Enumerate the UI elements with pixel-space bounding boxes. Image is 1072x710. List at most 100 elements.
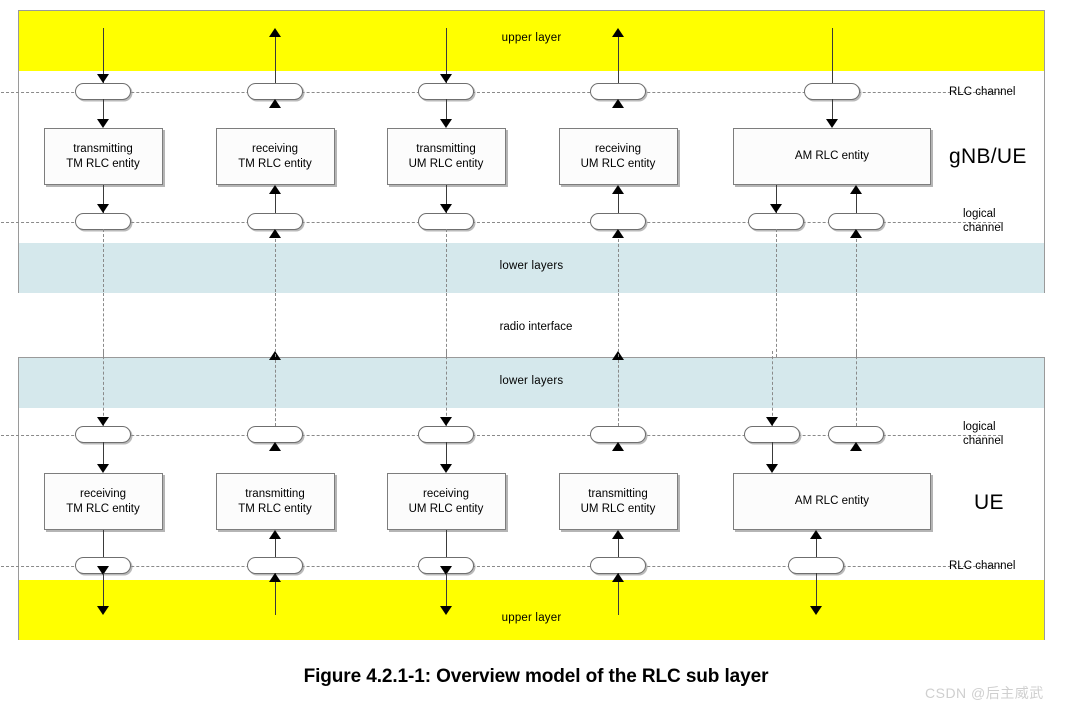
- sap-logical-channel-bot-3[interactable]: [590, 425, 646, 443]
- entity-line-1: receiving: [594, 142, 642, 155]
- entity-line-1: receiving: [251, 142, 299, 155]
- entity-line-1: receiving: [422, 487, 470, 500]
- entity-top-4[interactable]: AM RLC entity: [733, 128, 931, 185]
- arrow-into-lsap-rx-top-4: [850, 229, 862, 238]
- wire-sap-to-upper-bot-2: [445, 573, 447, 606]
- wire-box-to-sap-bot-0: [102, 530, 104, 557]
- wire-lsap-to-lower-tx-top-4: [775, 229, 777, 292]
- entity-line-2: TM RLC entity: [66, 502, 140, 515]
- arrow-into-lsap-tx-bot-4: [850, 442, 862, 451]
- entity-line-1: transmitting: [588, 487, 648, 500]
- wire-lsap-to-box-bot-0: [102, 442, 104, 464]
- wire-lsap-to-box-top-3: [617, 194, 619, 213]
- wire-lsap-to-box-top-1: [274, 194, 276, 213]
- sap-rlc-channel-top-0[interactable]: [75, 82, 131, 100]
- entity-bot-3[interactable]: transmitting UM RLC entity: [558, 473, 678, 530]
- radio-interface-label: radio interface: [499, 321, 573, 333]
- arrow-into-box-bot-1: [269, 530, 281, 539]
- sap-rlc-channel-top-1[interactable]: [247, 82, 303, 100]
- wire-upper-top-4: [831, 28, 833, 83]
- upper-layer-band: upper layer: [19, 580, 1044, 640]
- wire-radio-gap-2: [445, 293, 447, 357]
- upper-layer-label: upper layer: [501, 612, 562, 624]
- logical-channel-label: logical channel: [963, 208, 1004, 234]
- entity-line-2: TM RLC entity: [238, 502, 312, 515]
- lower-layers-band: lower layers: [19, 358, 1044, 408]
- wire-box-to-lsap-tx-top-4: [775, 185, 777, 213]
- entity-line-2: UM RLC entity: [408, 502, 484, 515]
- arrow-into-lsap-top-2: [440, 204, 452, 213]
- entity-bot-2[interactable]: receiving UM RLC entity: [386, 473, 506, 530]
- lower-layers-band: lower layers: [19, 243, 1044, 293]
- wire-lower-to-lsap-rx-bot-4: [771, 351, 773, 426]
- arrow-into-sap-top-2: [440, 74, 452, 83]
- wire-box-to-lsap-top-2: [445, 185, 447, 213]
- sap-logical-channel-top-0[interactable]: [75, 212, 131, 230]
- sap-rlc-channel-bot-1[interactable]: [247, 556, 303, 574]
- wire-box-to-sap-bot-2: [445, 530, 447, 557]
- wire-box-to-sap-bot-4: [815, 539, 817, 557]
- wire-lower-to-lsap-bot-2: [445, 351, 447, 426]
- sap-logical-channel-rx-top-4[interactable]: [828, 212, 884, 230]
- sap-logical-channel-top-1[interactable]: [247, 212, 303, 230]
- wire-sap-to-box-top-2: [445, 99, 447, 119]
- wire-sap-to-box-top-4: [831, 99, 833, 119]
- entity-line-1: transmitting: [245, 487, 305, 500]
- entity-bot-0[interactable]: receiving TM RLC entity: [43, 473, 163, 530]
- sap-rlc-channel-top-4[interactable]: [804, 82, 860, 100]
- wire-radio-gap-tx: [775, 293, 777, 357]
- logical-channel-rule: [1, 435, 1001, 436]
- wire-radio-gap-0: [102, 293, 104, 357]
- sap-logical-channel-bot-1[interactable]: [247, 425, 303, 443]
- rlc-channel-rule: [1, 92, 1001, 93]
- wire-sap-to-upper-bot-4: [815, 573, 817, 606]
- wire-lsap-to-box-bot-2: [445, 442, 447, 464]
- entity-top-1[interactable]: receiving TM RLC entity: [215, 128, 335, 185]
- sap-logical-channel-tx-top-4[interactable]: [748, 212, 804, 230]
- sap-rlc-channel-bot-4[interactable]: [788, 556, 844, 574]
- entity-bot-4[interactable]: AM RLC entity: [733, 473, 931, 530]
- sap-logical-channel-bot-2[interactable]: [418, 425, 474, 443]
- sap-logical-channel-tx-bot-4[interactable]: [744, 425, 800, 443]
- sap-logical-channel-bot-0[interactable]: [75, 425, 131, 443]
- sap-logical-channel-rx-bot-4[interactable]: [828, 425, 884, 443]
- sap-logical-channel-top-2[interactable]: [418, 212, 474, 230]
- wire-sap-to-box-bot-3: [617, 539, 619, 557]
- sap-rlc-channel-top-2[interactable]: [418, 82, 474, 100]
- entity-line-2: TM RLC entity: [66, 157, 140, 170]
- entity-top-3[interactable]: receiving UM RLC entity: [558, 128, 678, 185]
- entity-line-2: UM RLC entity: [580, 157, 656, 170]
- arrow-into-sap-top-3: [612, 99, 624, 108]
- wire-lsap-to-lower-top-0: [102, 229, 104, 292]
- wire-lsap-to-lower-tx-bot-4: [855, 351, 857, 426]
- arrow-into-lsap-top-3: [612, 229, 624, 238]
- arrow-into-lsap-tx-top-4: [770, 204, 782, 213]
- sap-rlc-channel-bot-3[interactable]: [590, 556, 646, 574]
- wire-upper-bot-1: [274, 573, 276, 615]
- arrow-into-upper-bot-2: [440, 606, 452, 615]
- arrow-into-box-top-1: [269, 185, 281, 194]
- entity-line-2: UM RLC entity: [408, 157, 484, 170]
- arrow-into-sap-bot-0: [97, 566, 109, 575]
- wire-box-to-lsap-top-0: [102, 185, 104, 213]
- entity-line-1: receiving: [79, 487, 127, 500]
- arrow-into-box-top-4: [826, 119, 838, 128]
- entity-line-2: TM RLC entity: [238, 157, 312, 170]
- logical-channel-label: logical channel: [963, 421, 1004, 447]
- arrow-into-sap-top-1: [269, 99, 281, 108]
- sap-logical-channel-top-3[interactable]: [590, 212, 646, 230]
- wire-lower-to-lsap-rx-top-4: [855, 229, 857, 292]
- arrow-into-upper-bot-0: [97, 606, 109, 615]
- entity-bot-1[interactable]: transmitting TM RLC entity: [215, 473, 335, 530]
- wire-upper-bot-3: [617, 573, 619, 615]
- wire-radio-gap-rx: [855, 293, 857, 357]
- arrow-into-lsap-rx-bot-4: [766, 417, 778, 426]
- sap-rlc-channel-top-3[interactable]: [590, 82, 646, 100]
- arrow-into-box-rx-bot-4: [766, 464, 778, 473]
- rlc-channel-label: RLC channel: [949, 86, 1016, 98]
- arrow-into-box-bot-2: [440, 464, 452, 473]
- entity-line-2: UM RLC entity: [580, 502, 656, 515]
